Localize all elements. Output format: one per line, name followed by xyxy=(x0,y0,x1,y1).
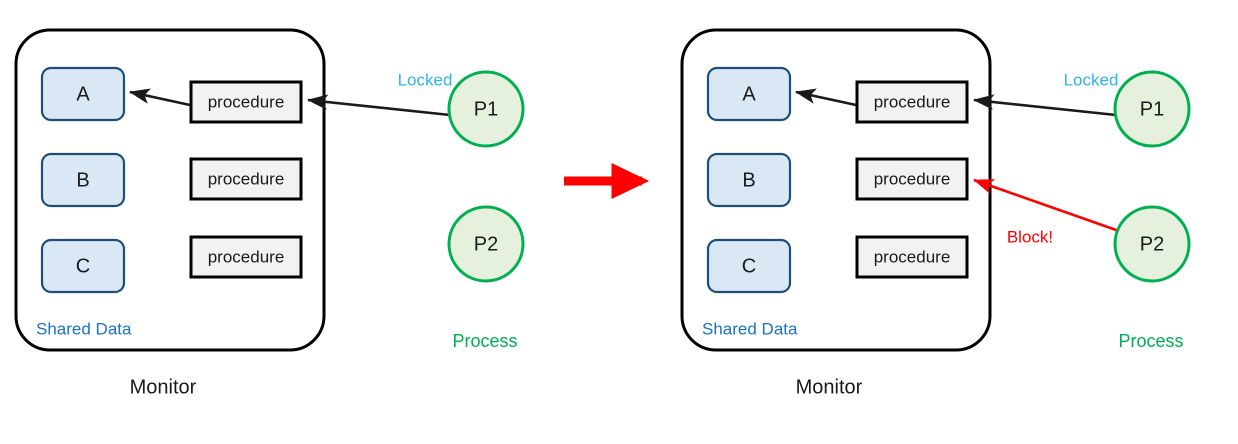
process-label-p2: P2 xyxy=(474,233,498,255)
process-label-p1: P1 xyxy=(474,98,498,120)
process-circle-p1[interactable] xyxy=(1113,70,1191,148)
arrow-p1-to-procedure xyxy=(306,94,451,117)
procedure-box-2[interactable] xyxy=(189,157,303,201)
shared-data-box-a[interactable] xyxy=(706,66,792,122)
shared-data-caption: Shared Data xyxy=(702,319,798,338)
procedure-box-3[interactable] xyxy=(189,235,303,279)
panel-left: A B C procedure procedure procedure xyxy=(14,28,525,398)
monitor-caption: Monitor xyxy=(130,376,197,398)
procedure-box-3[interactable] xyxy=(855,235,969,279)
procedure-box-2[interactable] xyxy=(855,157,969,201)
process-caption: Process xyxy=(452,331,517,351)
arrow-p2-blocked xyxy=(973,178,1120,233)
shared-data-box-b[interactable] xyxy=(706,152,792,208)
shared-data-label-c: C xyxy=(742,255,756,277)
monitor-caption: Monitor xyxy=(796,376,863,398)
procedure-box-3-label: procedure xyxy=(208,247,285,266)
process-group: P1 P2 xyxy=(1113,70,1191,283)
shared-data-group: A B C xyxy=(706,66,792,294)
procedure-group: procedure procedure procedure xyxy=(855,80,969,279)
procedure-box-1[interactable] xyxy=(855,80,969,124)
procedure-box-1-label: procedure xyxy=(874,92,951,111)
process-circle-p1[interactable] xyxy=(447,70,525,148)
process-label-p2: P2 xyxy=(1140,233,1164,255)
shared-data-box-c[interactable] xyxy=(706,238,792,294)
process-circle-p2[interactable] xyxy=(1113,205,1191,283)
shared-data-label-a: A xyxy=(76,83,90,105)
locked-label: Locked xyxy=(1064,70,1119,89)
shared-data-label-b: B xyxy=(742,169,755,191)
block-label: Block! xyxy=(1007,227,1053,246)
arrow-procedure-to-a xyxy=(128,88,191,107)
process-circle-p2[interactable] xyxy=(447,205,525,283)
procedure-box-2-label: procedure xyxy=(208,169,285,188)
procedure-box-2-label: procedure xyxy=(874,169,951,188)
locked-label: Locked xyxy=(398,70,453,89)
arrow-procedure-to-a xyxy=(794,88,857,107)
process-caption: Process xyxy=(1118,331,1183,351)
panel-right: A B C procedure procedure procedure xyxy=(680,28,1191,398)
shared-data-label-c: C xyxy=(76,255,90,277)
process-label-p1: P1 xyxy=(1140,98,1164,120)
shared-data-caption: Shared Data xyxy=(36,319,132,338)
shared-data-box-b[interactable] xyxy=(40,152,126,208)
procedure-box-1-label: procedure xyxy=(208,92,285,111)
shared-data-label-b: B xyxy=(76,169,89,191)
procedure-group: procedure procedure procedure xyxy=(189,80,303,279)
procedure-box-3-label: procedure xyxy=(874,247,951,266)
shared-data-box-a[interactable] xyxy=(40,66,126,122)
shared-data-box-c[interactable] xyxy=(40,238,126,294)
shared-data-label-a: A xyxy=(742,83,756,105)
shared-data-group: A B C xyxy=(40,66,126,294)
process-group: P1 P2 xyxy=(447,70,525,283)
arrow-p1-to-procedure xyxy=(972,94,1117,117)
procedure-box-1[interactable] xyxy=(189,80,303,124)
